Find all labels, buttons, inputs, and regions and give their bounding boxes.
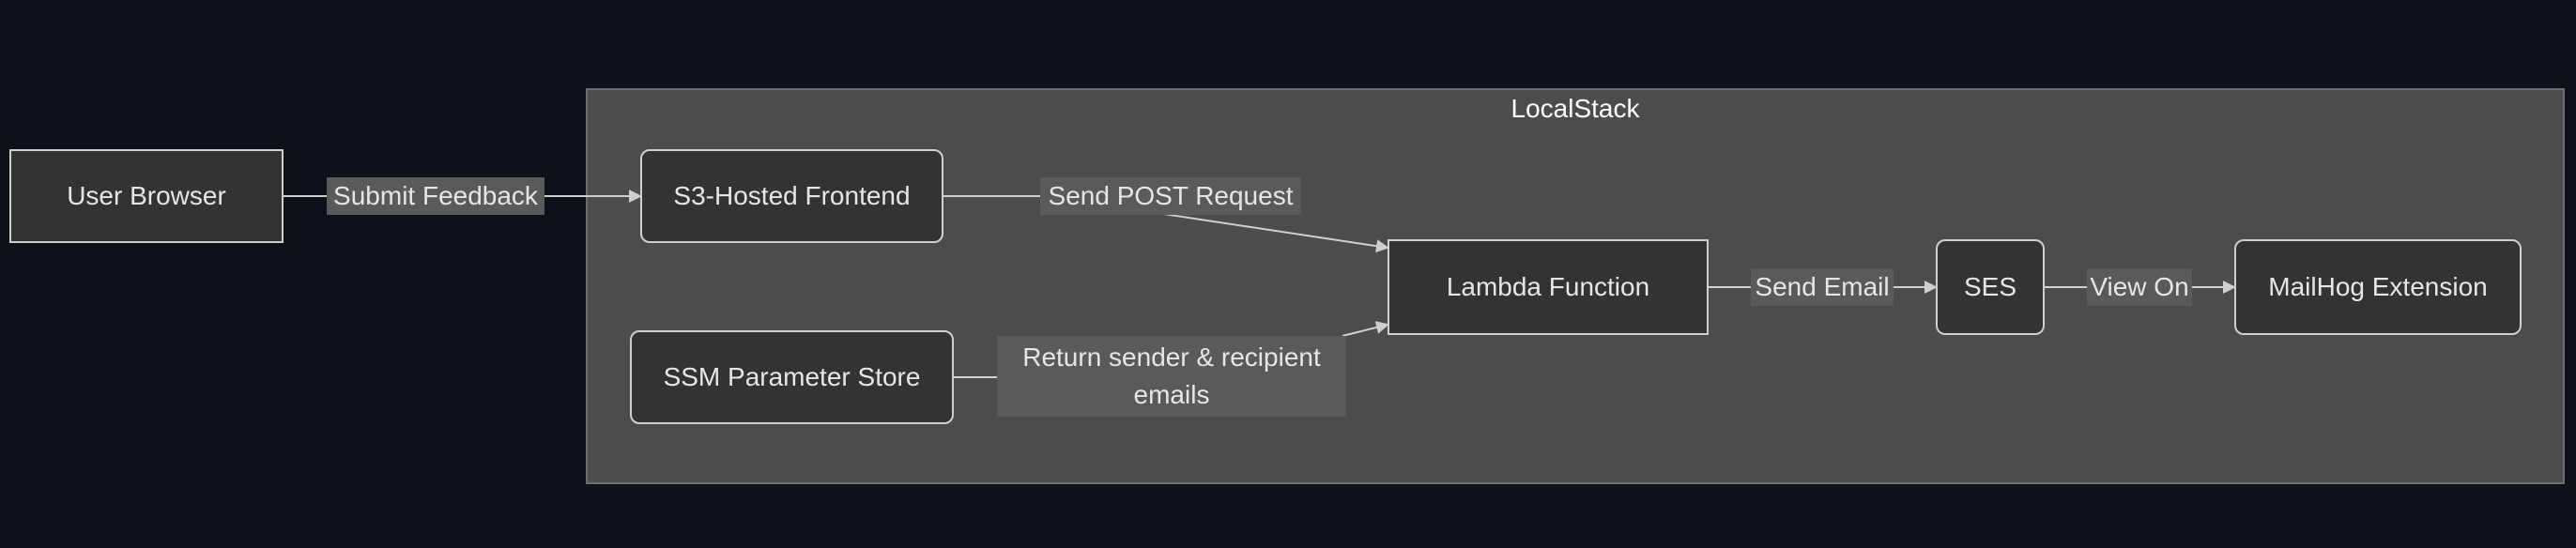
edge-label-send-post: Send POST Request (1040, 177, 1301, 215)
node-ssm-store: SSM Parameter Store (630, 330, 954, 424)
cluster-title: LocalStack (1510, 94, 1640, 123)
node-ssm-store-label: SSM Parameter Store (663, 362, 921, 391)
node-lambda-label: Lambda Function (1446, 272, 1650, 301)
node-user-browser: User Browser (9, 149, 284, 243)
node-mailhog: MailHog Extension (2234, 239, 2522, 335)
node-ses-label: SES (1963, 272, 2017, 301)
edge-label-view-on: View On (2087, 268, 2192, 306)
edge-label-return-emails: Return sender & recipient emails (997, 336, 1346, 417)
node-user-browser-label: User Browser (67, 181, 226, 210)
node-s3-frontend: S3-Hosted Frontend (640, 149, 943, 243)
node-lambda: Lambda Function (1388, 239, 1709, 335)
edge-label-submit-feedback: Submit Feedback (327, 177, 544, 215)
edge-label-send-email: Send Email (1751, 268, 1894, 306)
node-s3-frontend-label: S3-Hosted Frontend (673, 181, 911, 210)
node-mailhog-label: MailHog Extension (2268, 272, 2488, 301)
node-ses: SES (1936, 239, 2045, 335)
